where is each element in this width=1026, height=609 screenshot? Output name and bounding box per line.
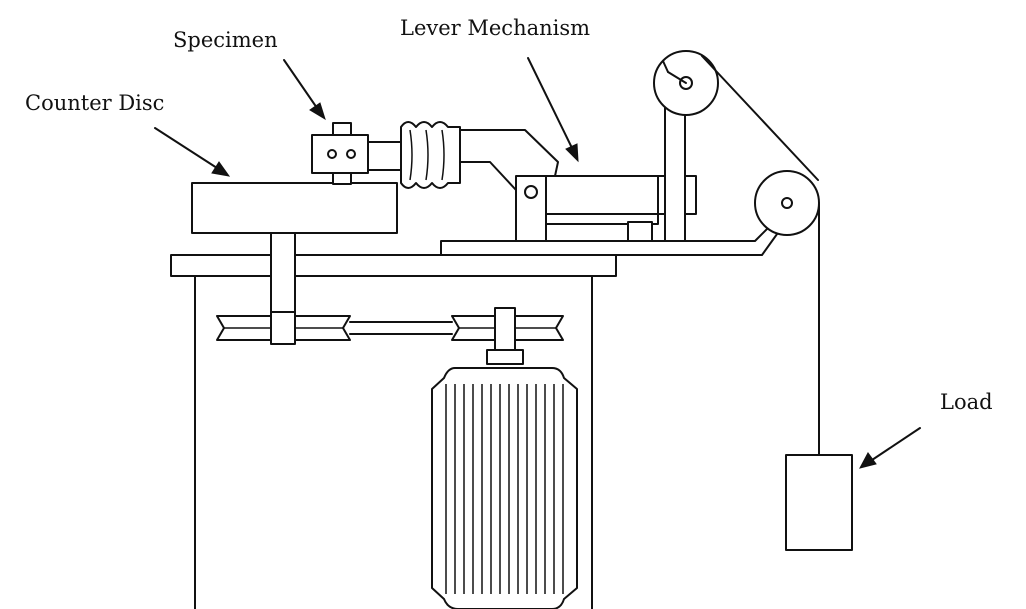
left-pulley-hub [270,311,296,345]
rope [662,55,820,456]
load-arrow [859,427,921,469]
counter-disc-label: Counter Disc [25,91,165,115]
counter-disc-arrow [154,127,231,177]
load-weight [785,454,853,551]
counter-disc [191,182,398,234]
specimen-label: Specimen [173,28,278,52]
lower-pulley [754,170,820,236]
upper-pulley [653,50,719,116]
machine-cabinet [194,275,593,609]
lever-mechanism-arrow [527,57,579,163]
specimen-holder [311,122,402,185]
base-plate [170,254,617,277]
motor-coupling [486,349,524,365]
motor [431,367,578,609]
specimen-arrow [283,59,326,121]
lever-mechanism-label: Lever Mechanism [400,16,591,40]
load-label: Load [940,390,993,414]
bellows [400,121,461,189]
